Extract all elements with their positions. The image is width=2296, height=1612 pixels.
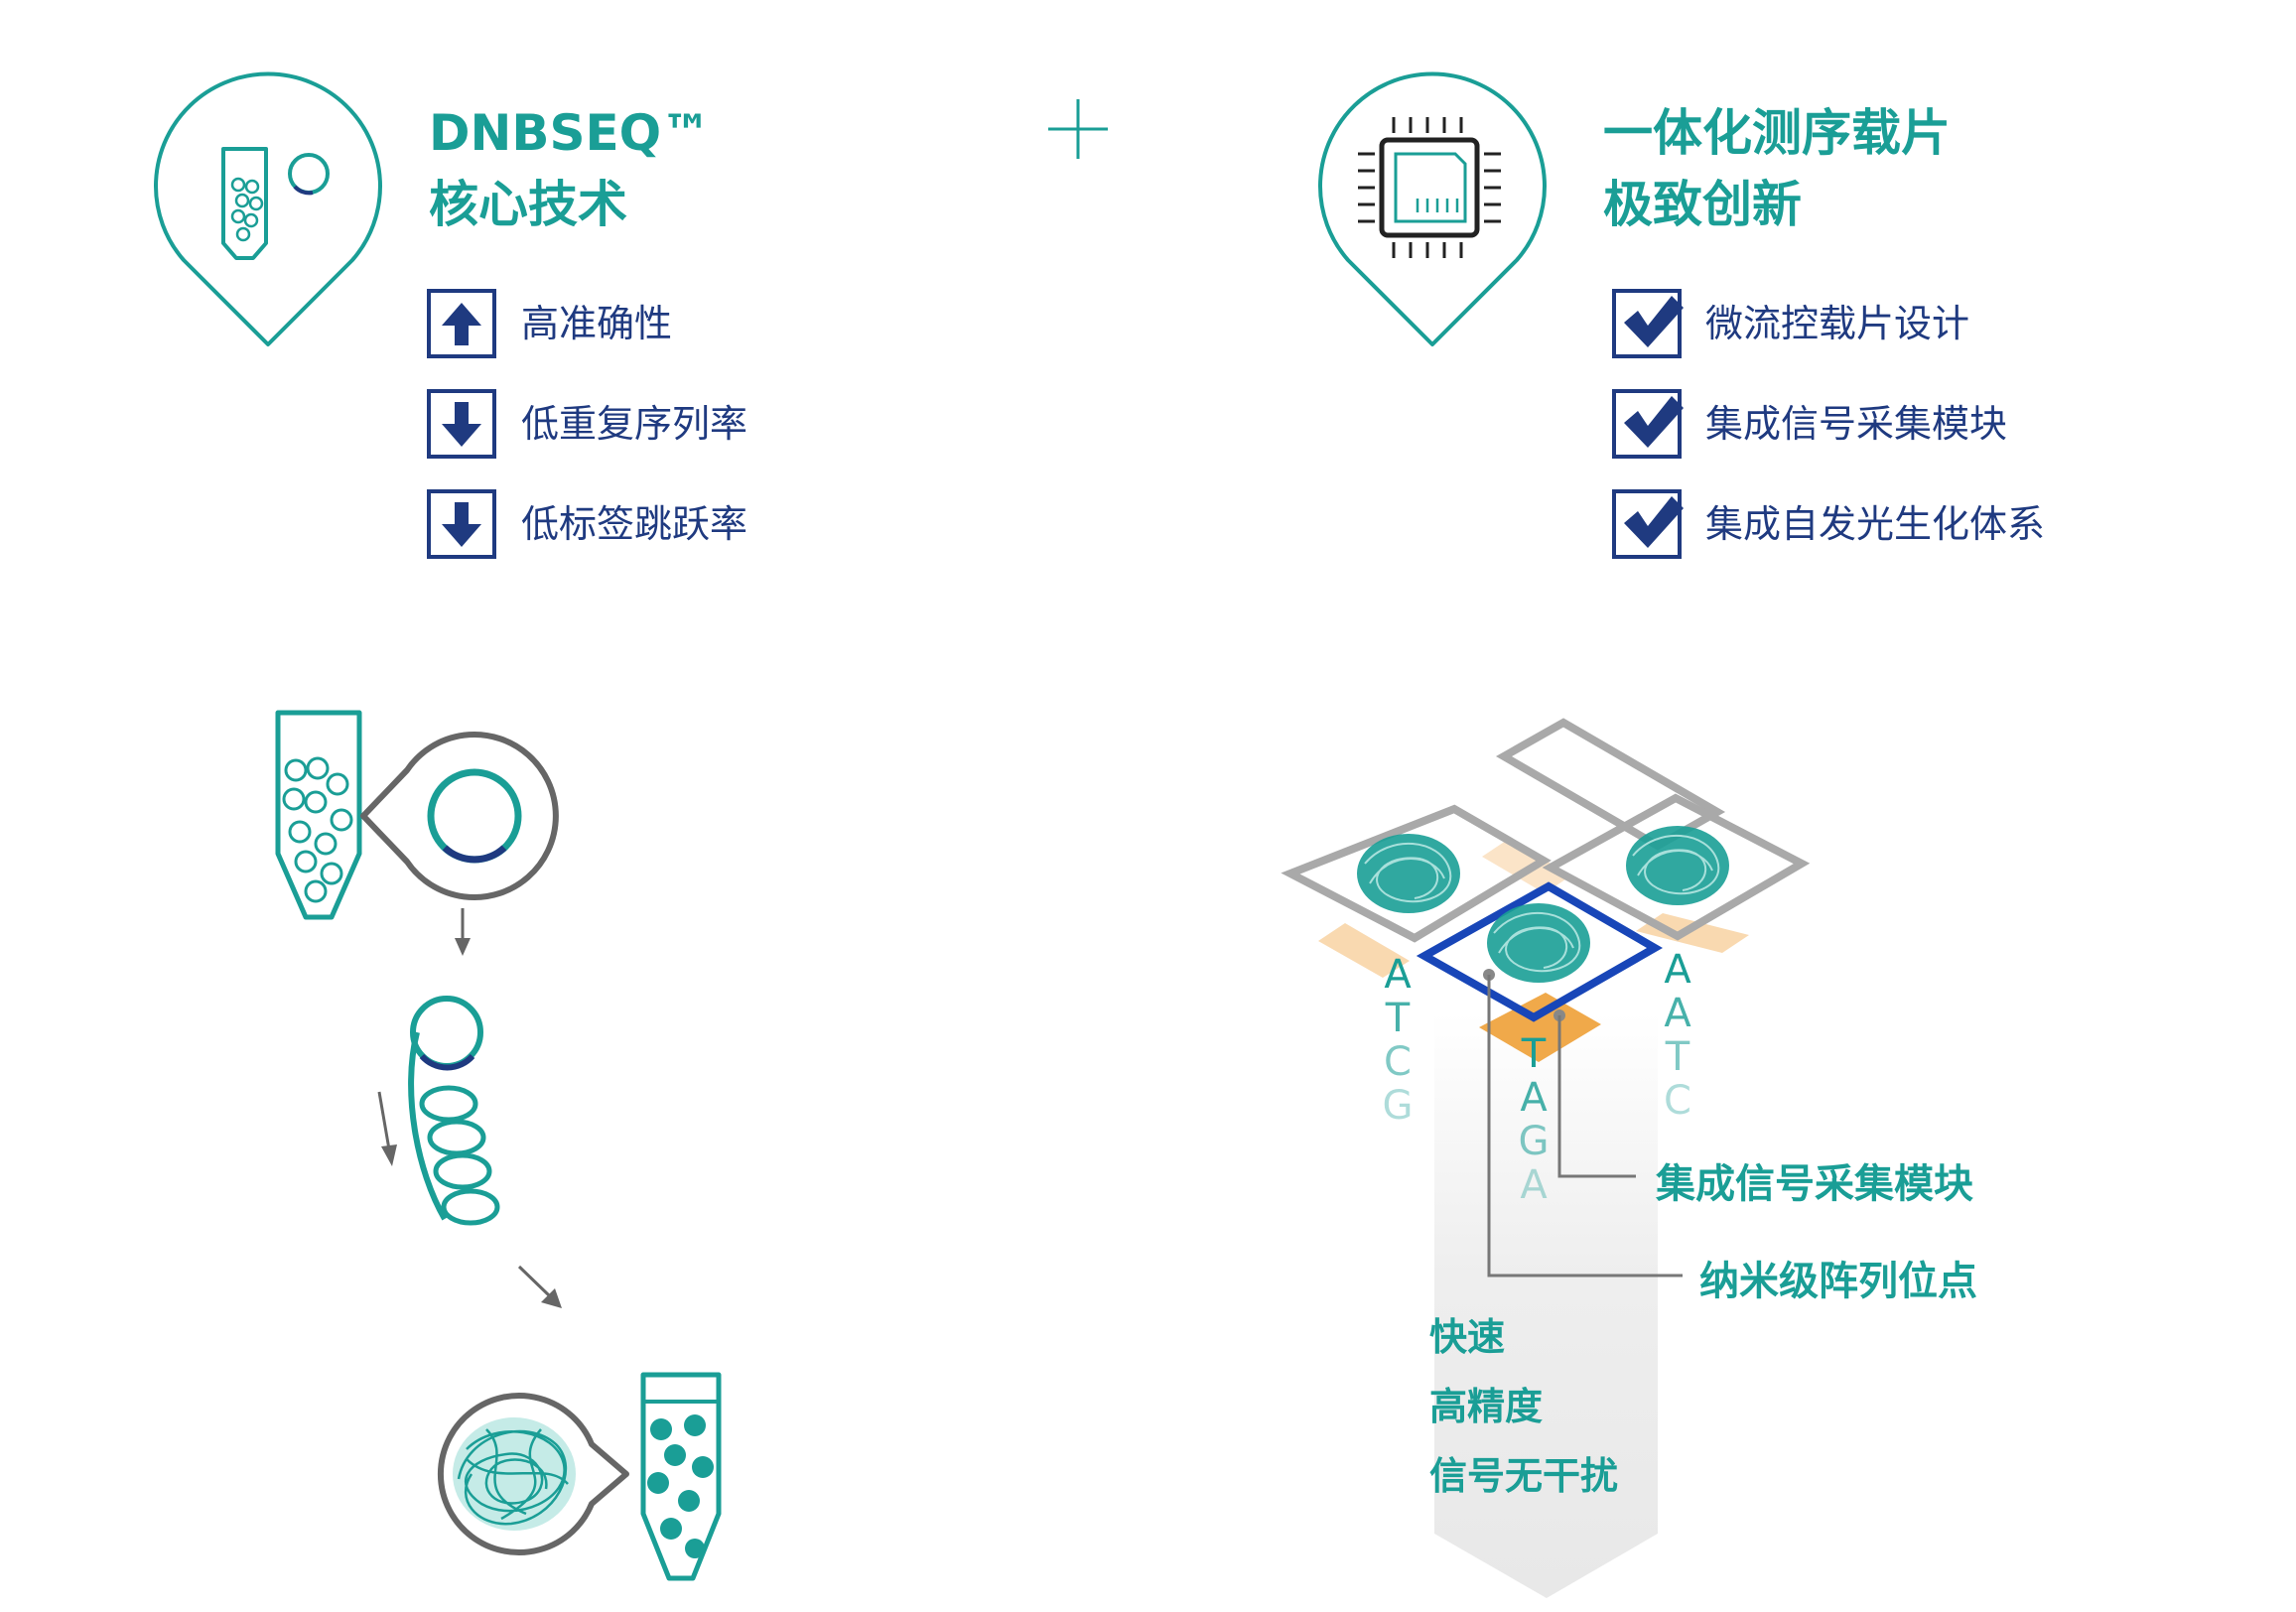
arrow-down-icon — [427, 389, 496, 459]
feature-label: 低重复序列率 — [521, 402, 748, 446]
base-letter: A — [1664, 991, 1691, 1036]
callout-leader-lines — [1483, 969, 1683, 1277]
feature-label: 集成信号采集模块 — [1705, 402, 2008, 446]
arrow-up-icon — [427, 289, 496, 358]
array-spot — [1542, 793, 1811, 941]
feature-label: 高准确性 — [521, 302, 673, 345]
title-line-2: 极致创新 — [1603, 176, 1802, 233]
benefit-item: 高精度 — [1429, 1385, 1544, 1428]
title-line-1: 一体化测序载片 — [1603, 104, 1951, 162]
arrow-down-icon — [427, 489, 496, 559]
title-line-1: DNBSEQ™ — [429, 104, 712, 162]
light-channels — [1318, 839, 1749, 1062]
callout-nanoarray: 纳米级阵列位点 — [1699, 1259, 1977, 1304]
circular-dna-callout — [360, 732, 559, 900]
sample-tube-icon — [275, 710, 362, 920]
dnbseq-pin-icon — [154, 71, 382, 346]
workflow-arrow-icon — [377, 1091, 397, 1166]
feature-label: 微流控载片设计 — [1705, 302, 1970, 345]
base-letter: C — [1664, 1078, 1691, 1124]
chip-pin-icon — [1318, 71, 1547, 346]
rolling-circle-amplification — [408, 996, 500, 1226]
base-letter: T — [1521, 1031, 1547, 1077]
checkmark-icon — [1612, 289, 1684, 358]
workflow-arrow-icon — [517, 1265, 562, 1308]
dna-nanoball-callout — [438, 1393, 629, 1555]
left-title: DNBSEQ™ 核心技术 — [429, 97, 711, 240]
base-letter: T — [1385, 996, 1411, 1041]
array-spot — [1281, 804, 1552, 943]
plus-icon — [1048, 99, 1108, 159]
sequence-right: A A T C — [1653, 948, 1702, 1123]
workflow-arrow-icon — [455, 908, 471, 956]
base-letter: T — [1665, 1034, 1690, 1080]
nanoarray-spot-highlighted — [1416, 881, 1664, 1022]
base-letter: G — [1382, 1083, 1414, 1129]
dnb-tube-icon — [640, 1372, 722, 1581]
feature-list-left: 高准确性 低重复序列率 低标签跳跃率 — [521, 289, 747, 590]
title-line-2: 核心技术 — [429, 176, 627, 233]
base-letter: A — [1520, 1075, 1548, 1121]
benefit-list: 快速 高精度 信号无干扰 — [1429, 1302, 1618, 1511]
base-letter: A — [1384, 952, 1412, 998]
feature-label: 低标签跳跃率 — [521, 502, 748, 546]
benefit-item: 快速 — [1429, 1315, 1506, 1359]
feature-list-right: 微流控载片设计 集成信号采集模块 集成自发光生化体系 — [1705, 289, 2045, 590]
base-letter: A — [1520, 1162, 1548, 1208]
right-title: 一体化测序载片 极致创新 — [1603, 97, 1951, 240]
sequence-center: T A G A — [1509, 1032, 1558, 1207]
checkmark-icon — [1612, 489, 1684, 559]
base-letter: A — [1664, 947, 1691, 993]
benefit-item: 信号无干扰 — [1429, 1454, 1619, 1498]
base-letter: G — [1518, 1119, 1550, 1164]
checkmark-icon — [1612, 389, 1684, 459]
feature-label: 集成自发光生化体系 — [1705, 502, 2046, 546]
callout-signal-module: 集成信号采集模块 — [1656, 1161, 1973, 1207]
base-letter: C — [1384, 1039, 1412, 1085]
sequence-left: A T C G — [1373, 953, 1422, 1128]
